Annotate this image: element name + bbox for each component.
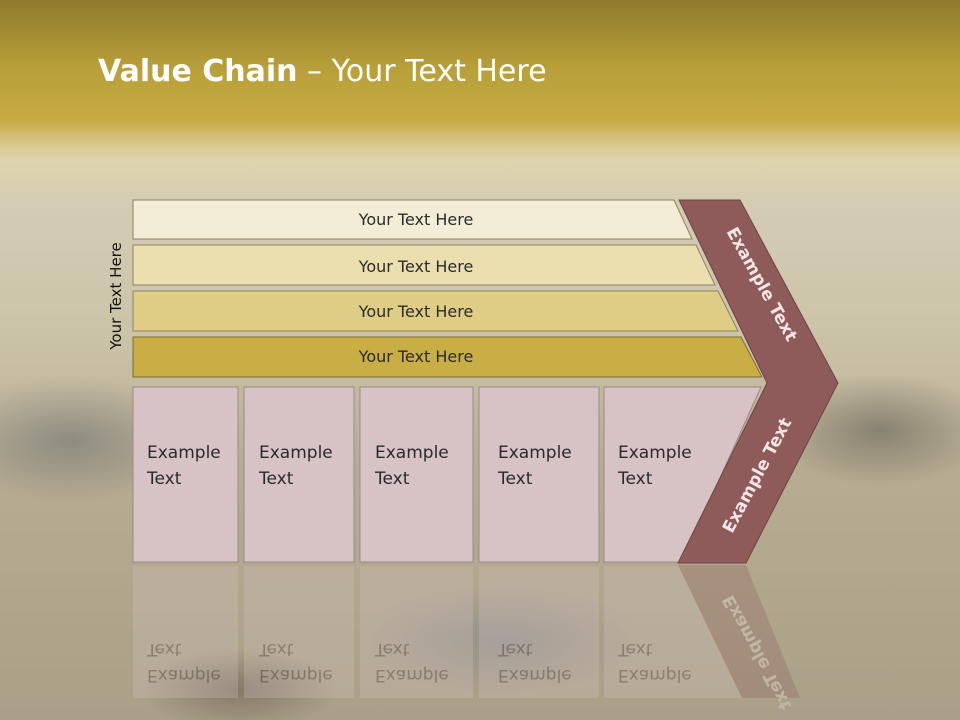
background-haze: [0, 120, 960, 200]
bar-3: [132, 290, 739, 332]
box-4-reflection-line-1: Example: [498, 665, 572, 685]
box-1-line-2: Text: [146, 469, 182, 489]
box-3-reflection-line-2: Text: [374, 639, 410, 659]
box-1: [132, 386, 239, 563]
reflection-group: Example Text Example Text Example Text E…: [133, 565, 800, 713]
title-rest: – Your Text Here: [297, 54, 547, 89]
box-4-reflection: [479, 566, 599, 698]
bar-4: [132, 336, 763, 378]
box-4: [478, 386, 600, 563]
box-5-reflection: [604, 566, 742, 698]
chevron-arrow: [677, 199, 839, 564]
bars-group: Your Text Here Your Text Here Your Text …: [132, 199, 763, 378]
box-5-line-2: Text: [617, 469, 653, 489]
box-2-reflection-line-1: Example: [259, 665, 333, 685]
bar-2: [132, 244, 716, 286]
box-1-reflection-line-1: Example: [147, 665, 221, 685]
box-4-line-1: Example: [498, 443, 572, 463]
box-5-reflection-line-2: Text: [617, 639, 653, 659]
box-3-line-1: Example: [375, 443, 449, 463]
box-3: [359, 386, 474, 563]
boxes-group: Example Text Example Text Example Text E…: [132, 386, 762, 563]
box-1-reflection-line-2: Text: [146, 639, 182, 659]
box-2-reflection-line-2: Text: [258, 639, 294, 659]
box-5-reflection-line-1: Example: [618, 665, 692, 685]
bar-1-label: Your Text Here: [358, 210, 474, 229]
box-4-reflection-line-2: Text: [497, 639, 533, 659]
title-bold: Value Chain: [98, 54, 298, 89]
bar-3-label: Your Text Here: [358, 302, 474, 321]
bar-4-label: Your Text Here: [358, 347, 474, 366]
box-3-reflection-line-1: Example: [375, 665, 449, 685]
page-title: Value Chain – Your Text Here: [98, 54, 547, 89]
box-1-reflection: [133, 566, 238, 698]
box-2: [243, 386, 355, 563]
box-1-line-1: Example: [147, 443, 221, 463]
box-3-line-2: Text: [374, 469, 410, 489]
bar-2-label: Your Text Here: [358, 257, 474, 276]
box-3-reflection: [360, 566, 473, 698]
box-2-line-1: Example: [259, 443, 333, 463]
bar-1: [132, 199, 693, 240]
box-2-reflection: [244, 566, 354, 698]
box-4-line-2: Text: [497, 469, 533, 489]
box-5-line-1: Example: [618, 443, 692, 463]
box-2-line-2: Text: [258, 469, 294, 489]
chevron-reflection: [678, 565, 800, 698]
